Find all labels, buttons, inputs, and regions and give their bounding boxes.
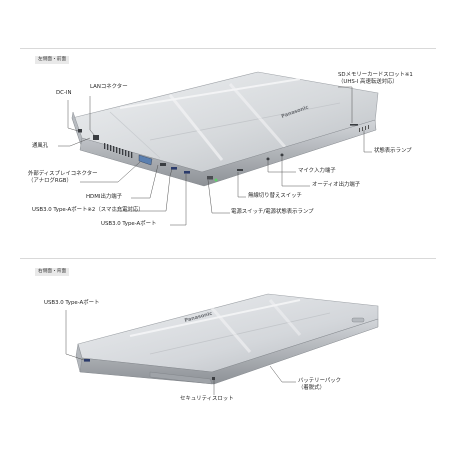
callout-battery-line1: バッテリーパック bbox=[298, 378, 342, 384]
section-tag-right-back: 右側面・背面 bbox=[35, 268, 70, 276]
battery-pack bbox=[149, 371, 213, 385]
audio-jack bbox=[280, 153, 284, 157]
callout-vga-line1: 外部ディスプレイコネクター bbox=[28, 171, 98, 177]
callout-sd: SDメモリーカードスロット※1 （UHS-I 高速転送対応） bbox=[338, 72, 413, 86]
section-tag-left-front: 左側面・前面 bbox=[35, 56, 70, 64]
callout-usb-a: USB3.0 Type-Aポート bbox=[101, 221, 157, 227]
usb-a-port bbox=[184, 171, 190, 174]
callout-lan: LANコネクター bbox=[90, 84, 128, 90]
callout-wireless-switch: 無線切り替えスイッチ bbox=[248, 193, 302, 199]
callout-battery: バッテリーパック （着脱式） bbox=[298, 378, 341, 392]
bottom-laptop-lid bbox=[77, 293, 379, 373]
top-leader-lines bbox=[58, 86, 372, 226]
callout-vga-line2: （アナログRGB） bbox=[28, 178, 72, 184]
callout-usb-charge: USB3.0 Type-Aポート※2（スマホ充電対応） bbox=[32, 207, 144, 213]
vent-grille bbox=[104, 143, 133, 158]
top-laptop-front-edge bbox=[79, 119, 377, 187]
hdmi-port bbox=[160, 163, 166, 166]
callout-status-lamp: 状態表示ランプ bbox=[374, 148, 412, 154]
lan-port bbox=[93, 135, 99, 140]
top-divider bbox=[20, 48, 436, 49]
callout-battery-line2: （着脱式） bbox=[298, 385, 325, 391]
usb-right-port bbox=[84, 359, 90, 362]
sd-card-slot bbox=[350, 124, 358, 126]
callout-power-switch: 電源スイッチ/電源状態表示ランプ bbox=[231, 209, 314, 215]
bottom-leader-lines bbox=[65, 310, 296, 395]
bottom-laptop-left-edge bbox=[75, 343, 83, 373]
hinge-right bbox=[351, 317, 365, 323]
status-lamps bbox=[359, 125, 369, 132]
power-switch bbox=[207, 176, 213, 180]
callout-mic: マイク入力端子 bbox=[298, 168, 336, 174]
callout-usb-right: USB3.0 Type-Aポート bbox=[44, 300, 100, 306]
power-led bbox=[214, 178, 218, 182]
dc-in-port bbox=[78, 129, 82, 133]
middle-divider bbox=[20, 258, 436, 259]
callout-dc-in: DC-IN bbox=[56, 90, 72, 96]
callout-sd-line2: （UHS-I 高速転送対応） bbox=[338, 79, 398, 85]
callout-vga: 外部ディスプレイコネクター （アナログRGB） bbox=[28, 171, 97, 185]
vga-port bbox=[138, 154, 153, 166]
mic-jack bbox=[266, 157, 270, 161]
security-slot bbox=[212, 377, 215, 380]
callout-vent: 通風孔 bbox=[32, 143, 49, 149]
callout-security: セキュリティスロット bbox=[180, 396, 234, 402]
wireless-switch bbox=[237, 169, 243, 171]
callout-sd-line1: SDメモリーカードスロット※1 bbox=[338, 72, 413, 78]
usb-charge-port bbox=[171, 167, 177, 170]
callout-audio: オーディオ出力端子 bbox=[312, 182, 361, 188]
callout-hdmi: HDMI出力端子 bbox=[86, 194, 123, 200]
